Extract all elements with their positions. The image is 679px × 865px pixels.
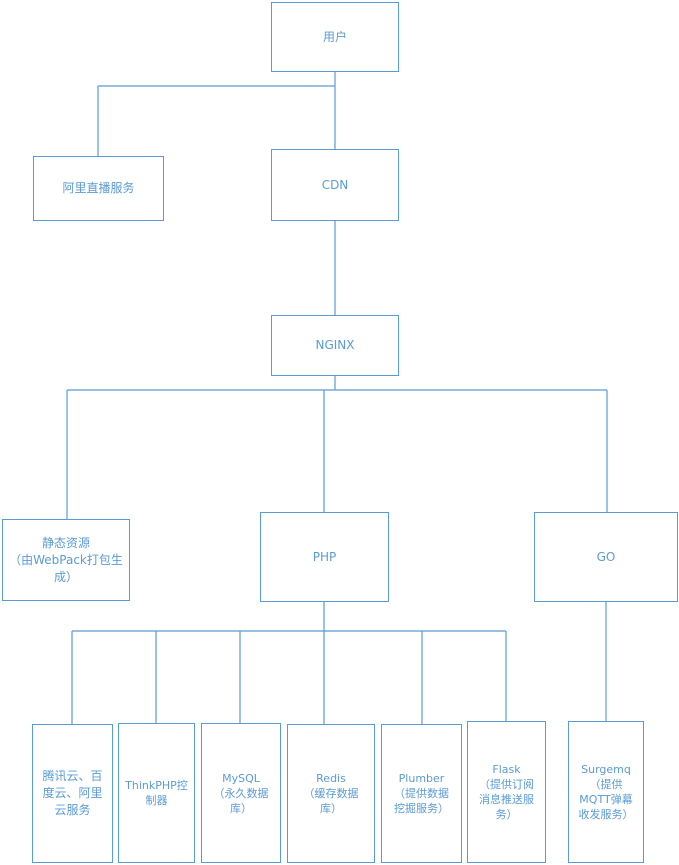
- static-label: 静态资源 （由WebPack打包生 成）: [9, 535, 123, 584]
- nginx-label: NGINX: [315, 338, 355, 352]
- go-label: GO: [596, 549, 616, 564]
- cloud-label: 腾讯云、百 度云、阿里 云服务: [42, 769, 103, 817]
- user-label: 用户: [322, 29, 347, 44]
- plumber-label: Plumber （提供数据 挖掘服务）: [394, 772, 449, 815]
- thinkphp-node: ThinkPHP控 制器: [118, 723, 195, 863]
- cdn-label: CDN: [321, 177, 349, 192]
- static-node: 静态资源 （由WebPack打包生 成）: [2, 519, 130, 601]
- flask-label: Flask （提供订阅 消息推送服 务）: [479, 763, 534, 821]
- flask-node: Flask （提供订阅 消息推送服 务）: [467, 721, 546, 863]
- connector-nginx-children: [66, 376, 608, 519]
- mysql-node: MySQL （永久数据 库）: [201, 723, 281, 863]
- connector-user: [97, 72, 336, 156]
- go-node: GO: [534, 512, 678, 602]
- mysql-label: MySQL （永久数据 库）: [213, 771, 269, 815]
- plumber-node: Plumber （提供数据 挖掘服务）: [381, 724, 462, 863]
- thinkphp-label: ThinkPHP控 制器: [125, 779, 188, 807]
- ali-live-label: 阿里直播服务: [62, 181, 135, 195]
- ali-live-node: 阿里直播服务: [33, 156, 164, 221]
- nginx-node: NGINX: [271, 315, 399, 376]
- redis-node: Redis （缓存数据 库）: [287, 724, 375, 863]
- user-node: 用户: [271, 2, 399, 72]
- surgemq-label: Surgemq （提供 MQTT弹幕 收发服务）: [578, 763, 634, 821]
- surgemq-node: Surgemq （提供 MQTT弹幕 收发服务）: [568, 721, 644, 863]
- cdn-node: CDN: [271, 149, 399, 221]
- php-node: PHP: [260, 512, 389, 602]
- php-label: PHP: [312, 549, 337, 564]
- connector-php-children: [71, 602, 507, 724]
- redis-label: Redis （缓存数据 库）: [303, 772, 359, 815]
- cloud-node: 腾讯云、百 度云、阿里 云服务: [32, 724, 113, 863]
